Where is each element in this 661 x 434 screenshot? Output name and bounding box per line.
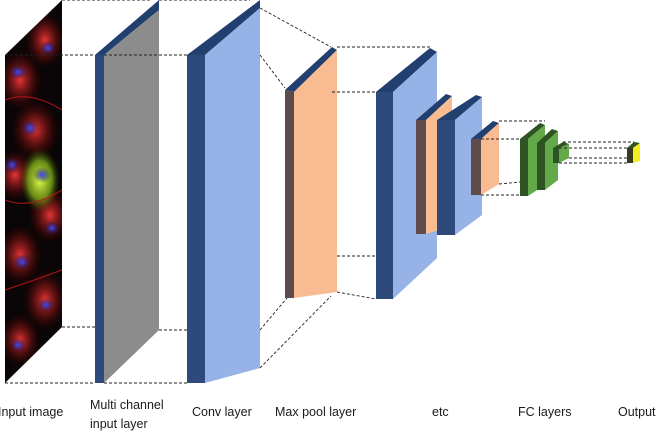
label-etc: etc: [432, 405, 449, 419]
label-conv-layer: Conv layer: [192, 405, 252, 419]
max-pool-layer: [285, 47, 337, 298]
label-output: Output: [618, 405, 656, 419]
multi-channel-input-layer: [95, 0, 159, 383]
fc-layer-3: [553, 142, 569, 163]
connectors-pool-to-conv2: [332, 46, 430, 300]
label-input-image: Input image: [0, 405, 64, 419]
connectors-multichannel-to-conv: [104, 0, 250, 384]
input-image: [5, 0, 62, 383]
label-multi-channel-input-layer: Multi channel input layer: [90, 398, 164, 431]
connectors-input-to-multichannel: [5, 0, 150, 384]
output-node: [627, 142, 640, 163]
label-max-pool-layer: Max pool layer: [275, 405, 357, 419]
pool-layer-3: [471, 121, 499, 195]
connectors-conv-to-pool: [259, 7, 332, 369]
fluorescence-microscopy-cells-image: [5, 12, 62, 366]
conv-layer-3: [437, 95, 482, 235]
fc-layer-2: [537, 129, 558, 190]
label-fc-layers: FC layers: [518, 405, 572, 419]
conv-layer: [187, 0, 260, 383]
connectors-fc-to-output: [559, 141, 634, 164]
connectors-pool-to-fc: [481, 120, 545, 196]
